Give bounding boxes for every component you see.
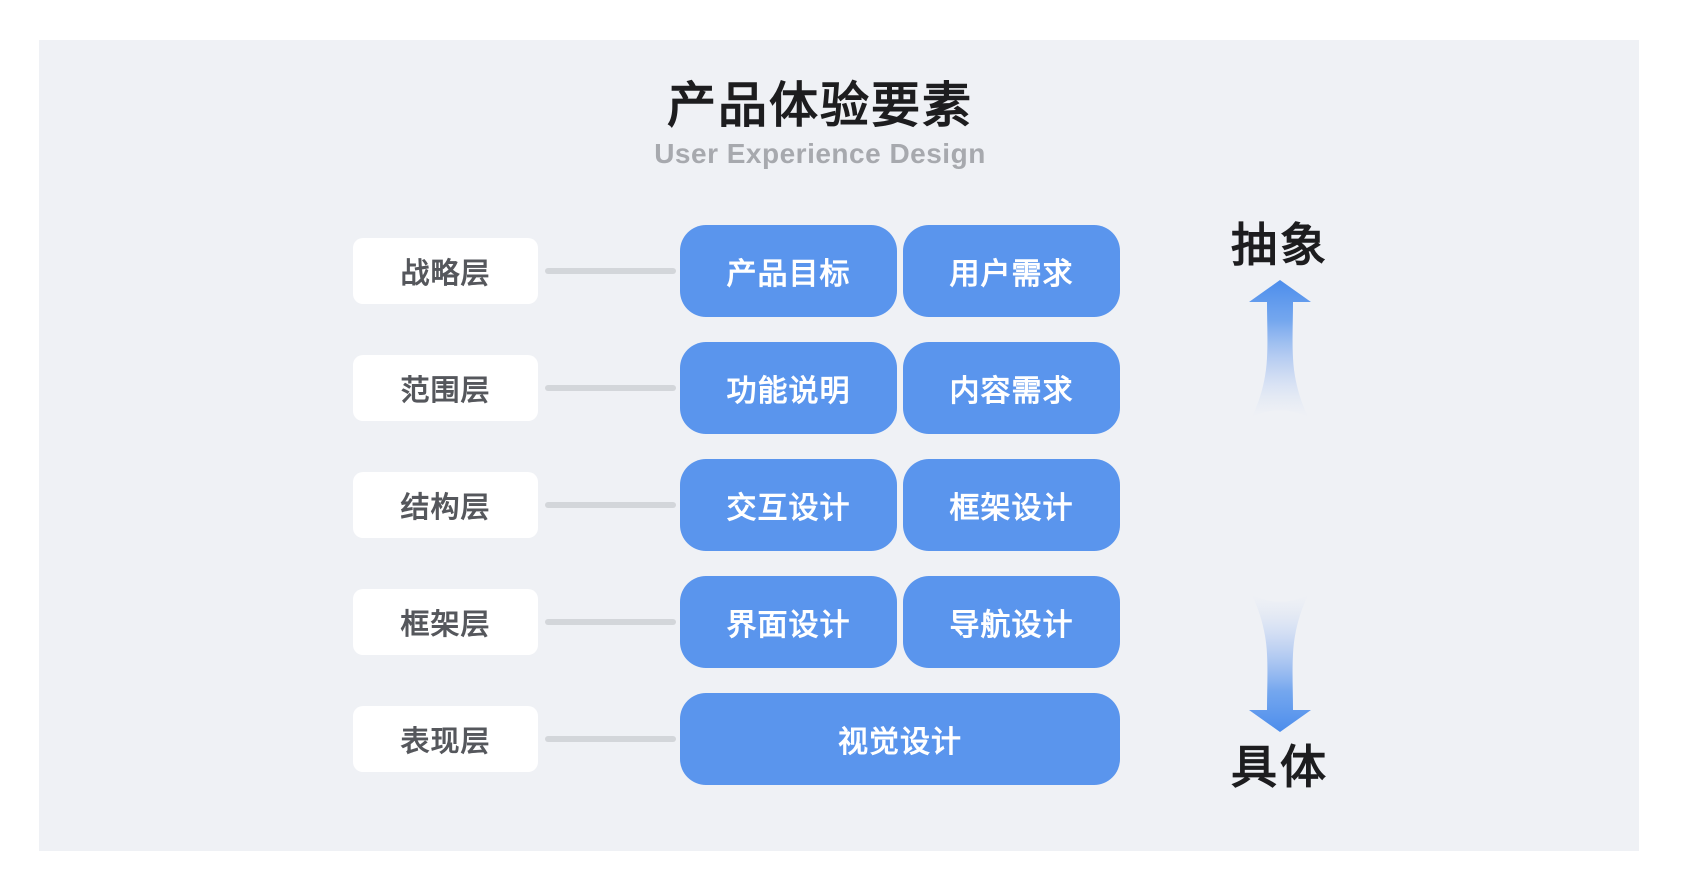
item-box-visual-design: 视觉设计	[680, 693, 1120, 785]
page-title: 产品体验要素	[666, 79, 974, 133]
connector-line	[545, 385, 676, 391]
item-box-interface-design: 界面设计	[680, 576, 897, 668]
layer-box-structure: 结构层	[353, 472, 538, 538]
connector-line	[545, 619, 676, 625]
axis-abstract-label: 抽象	[1231, 219, 1329, 271]
connector-line	[545, 502, 676, 508]
layer-box-scope: 范围层	[353, 355, 538, 421]
diagram-card: 产品体验要素 User Experience Design 战略层 产品目标 用…	[39, 40, 1639, 851]
item-box-navigation-design: 导航设计	[903, 576, 1120, 668]
item-box-content-requirement: 内容需求	[903, 342, 1120, 434]
item-box-functional-spec: 功能说明	[680, 342, 897, 434]
layer-box-skeleton: 框架层	[353, 589, 538, 655]
axis-concrete-label: 具体	[1231, 741, 1329, 793]
page-subtitle: User Experience Design	[654, 138, 986, 169]
up-arrow-icon	[1249, 280, 1311, 417]
item-box-user-need: 用户需求	[903, 225, 1120, 317]
item-box-product-goal: 产品目标	[680, 225, 897, 317]
layer-box-strategy: 战略层	[353, 238, 538, 304]
down-arrow-icon	[1249, 595, 1311, 732]
connector-line	[545, 268, 676, 274]
connector-line	[545, 736, 676, 742]
item-box-framework-design: 框架设计	[903, 459, 1120, 551]
item-box-interaction-design: 交互设计	[680, 459, 897, 551]
layer-box-surface: 表现层	[353, 706, 538, 772]
